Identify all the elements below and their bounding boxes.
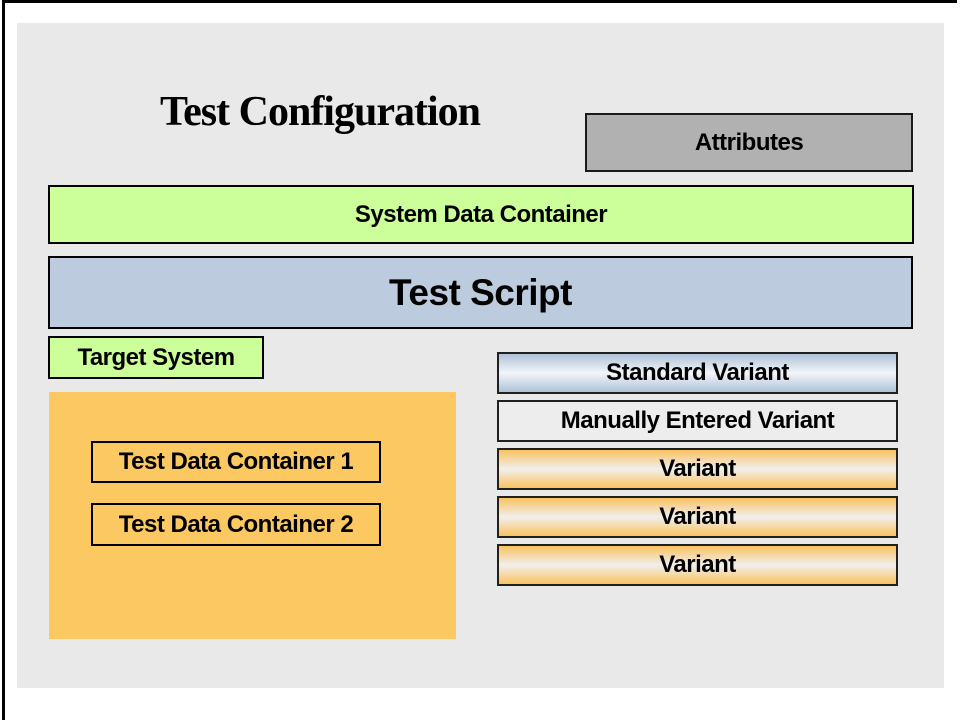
- test-data-panel: Test Data Container 1 Test Data Containe…: [49, 392, 456, 639]
- system-data-container-box: System Data Container: [48, 185, 914, 244]
- test-data-container-1-box: Test Data Container 1: [91, 441, 381, 483]
- standard-variant-label: Standard Variant: [606, 359, 789, 386]
- variant-box-3: Variant: [497, 544, 898, 586]
- target-system-box: Target System: [48, 336, 264, 379]
- manually-entered-variant-box: Manually Entered Variant: [497, 400, 898, 442]
- manually-entered-variant-label: Manually Entered Variant: [560, 407, 835, 434]
- variant-label-1: Variant: [659, 455, 736, 482]
- attributes-box: Attributes: [585, 113, 913, 172]
- variant-box-2: Variant: [497, 496, 898, 538]
- attributes-label: Attributes: [694, 128, 804, 156]
- test-data-container-2-box: Test Data Container 2: [91, 503, 381, 546]
- test-script-label: Test Script: [389, 271, 572, 313]
- variant-label-2: Variant: [659, 503, 736, 530]
- test-script-box: Test Script: [48, 256, 913, 329]
- variant-box-1: Variant: [497, 448, 898, 490]
- test-data-container-2-label: Test Data Container 2: [118, 510, 354, 538]
- target-system-label: Target System: [77, 343, 235, 371]
- test-data-container-1-label: Test Data Container 1: [118, 448, 354, 475]
- standard-variant-box: Standard Variant: [497, 352, 898, 394]
- variant-label-3: Variant: [659, 551, 736, 578]
- system-data-container-label: System Data Container: [354, 200, 608, 228]
- page-title: Test Configuration: [160, 89, 481, 135]
